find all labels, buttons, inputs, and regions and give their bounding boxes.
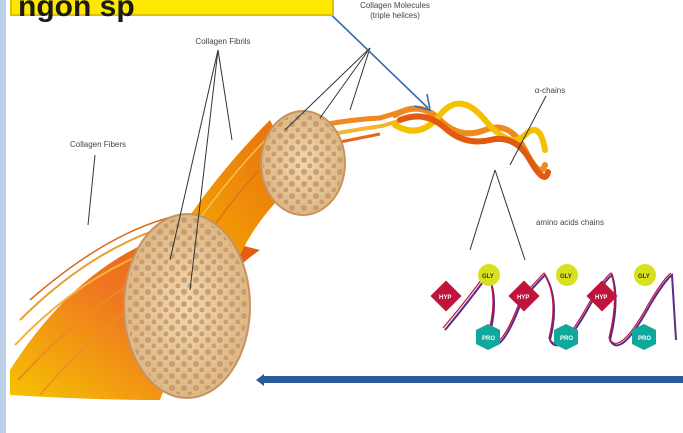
- residue-label-gly: GLY: [638, 274, 650, 280]
- residue-label-pro: PRO: [560, 336, 573, 342]
- residue-label-hyp: HYP: [595, 295, 607, 301]
- title-text: ngon sp: [18, 0, 135, 24]
- residue-label-hyp: HYP: [439, 295, 451, 301]
- residue-label-pro: PRO: [482, 336, 495, 342]
- label-collagen-molecules-sub: (triple helices): [340, 11, 450, 21]
- triple-helix: [395, 104, 548, 177]
- blue-underline: [256, 374, 683, 386]
- residue-label-pro: PRO: [638, 336, 651, 342]
- residue-label-gly: GLY: [482, 274, 494, 280]
- residue-label-hyp: HYP: [517, 295, 529, 301]
- label-collagen-molecules: Collagen Molecules (triple helices): [340, 1, 450, 21]
- label-alpha-chains: α-chains: [520, 86, 580, 96]
- residue-label-gly: GLY: [560, 274, 572, 280]
- label-collagen-molecules-title: Collagen Molecules: [340, 1, 450, 11]
- label-amino-acid-chains: amino acids chains: [520, 218, 620, 228]
- label-collagen-fibrils: Collagen Fibrils: [173, 37, 273, 47]
- label-collagen-fibers: Collagen Fibers: [48, 140, 148, 150]
